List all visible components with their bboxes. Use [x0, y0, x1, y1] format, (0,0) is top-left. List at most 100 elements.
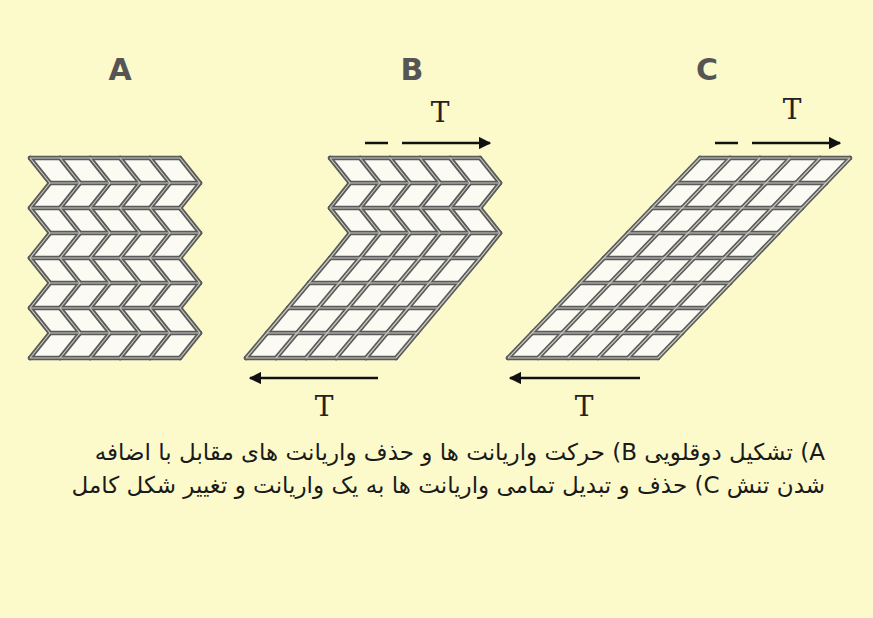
lattice-line: [658, 208, 682, 233]
lattice-cell: [450, 183, 500, 208]
lattice-line-core: [276, 333, 297, 358]
lattice-line: [309, 281, 459, 286]
lattice-line-core: [399, 258, 420, 283]
lattice-line: [429, 258, 450, 283]
lattice-cell: [429, 258, 480, 283]
lattice-cell: [450, 158, 500, 183]
lattice-line-core: [120, 233, 140, 258]
lattice-line: [610, 258, 634, 283]
lattice-line-core: [450, 233, 470, 258]
lattice-line-core: [538, 333, 562, 358]
lattice-line: [30, 258, 50, 283]
lattice-line-core: [429, 258, 450, 283]
lattice-line: [652, 308, 676, 333]
lattice-line: [30, 333, 50, 358]
lattice-line: [604, 233, 628, 258]
lattice-line: [336, 333, 357, 358]
lattice-line: [586, 283, 610, 308]
lattice-line-core: [532, 308, 556, 333]
lattice-line-core: [604, 257, 754, 258]
lattice-line: [120, 333, 140, 358]
lattice-line: [246, 356, 396, 361]
lattice-line-core: [180, 183, 200, 208]
lattice-line: [120, 308, 140, 333]
lattice-line-core: [330, 183, 350, 208]
lattice-line-core: [60, 308, 80, 333]
lattice-line-core: [30, 357, 180, 358]
lattice-line-core: [330, 207, 480, 208]
lattice-line: [120, 283, 140, 308]
lattice-line: [706, 283, 730, 308]
lattice-line-core: [420, 208, 440, 233]
lattice-cell: [628, 333, 682, 358]
lattice-line-core: [706, 158, 730, 183]
lattice-line: [276, 333, 297, 358]
lattice-line: [480, 158, 500, 183]
lattice-line-core: [50, 182, 200, 183]
lattice-line-core: [330, 208, 350, 233]
lattice-line-core: [90, 308, 110, 333]
lattice-line-core: [360, 158, 380, 183]
lattice-line: [604, 256, 754, 261]
lattice-line-core: [267, 332, 417, 333]
lattice-line-core: [120, 183, 140, 208]
lattice-line: [450, 183, 470, 208]
lattice-line-core: [580, 282, 730, 283]
lattice-line: [60, 258, 80, 283]
lattice-line-core: [670, 258, 694, 283]
lattice-line: [598, 333, 622, 358]
lattice-line: [396, 333, 417, 358]
partly-sheared-lattice: [246, 158, 500, 358]
lattice-line: [450, 158, 470, 183]
lattice-line-core: [60, 183, 80, 208]
lattice-line: [640, 258, 664, 283]
lattice-line: [60, 158, 80, 183]
lattice-line-core: [390, 233, 410, 258]
lattice-line: [180, 258, 200, 283]
lattice-line-core: [150, 258, 170, 283]
lattice-line: [568, 333, 592, 358]
lattice-line: [288, 306, 438, 311]
lattice-line-core: [30, 307, 180, 308]
lattice-line-core: [586, 283, 610, 308]
lattice-line-core: [387, 308, 408, 333]
lattice-line: [350, 231, 500, 236]
lattice-line: [180, 233, 200, 258]
lattice-cell: [700, 258, 754, 283]
lattice-line: [390, 233, 410, 258]
lattice-line-core: [742, 183, 766, 208]
lattice-line: [652, 206, 802, 211]
lattice-line-core: [562, 308, 586, 333]
stress-symbol: T: [315, 393, 334, 421]
shear-arrow: [752, 142, 840, 145]
lattice-line: [772, 183, 796, 208]
lattice-line: [712, 183, 736, 208]
lattice-line: [360, 233, 380, 258]
lattice-line: [330, 256, 480, 261]
lattice-line-core: [90, 233, 110, 258]
lattice-line: [180, 333, 200, 358]
lattice-line-core: [664, 233, 688, 258]
lattice-line: [30, 183, 50, 208]
lattice-line-core: [604, 233, 628, 258]
lattice-line: [60, 208, 80, 233]
lattice-line: [60, 283, 80, 308]
lattice-line: [330, 183, 350, 208]
lattice-line-core: [390, 208, 410, 233]
lattice-line: [60, 183, 80, 208]
lattice-line: [438, 283, 459, 308]
lattice-line-core: [339, 258, 360, 283]
lattice-cell: [748, 208, 802, 233]
lattice-line: [802, 183, 826, 208]
lattice-line: [306, 333, 327, 358]
lattice-line: [417, 308, 438, 333]
lattice-line-core: [480, 183, 500, 208]
lattice-cell: [150, 208, 200, 233]
lattice-line: [387, 308, 408, 333]
lattice-line: [480, 208, 500, 233]
lattice-line-core: [676, 158, 700, 183]
lattice-line-core: [580, 258, 604, 283]
lattice-line: [676, 283, 700, 308]
lattice-line-core: [60, 283, 80, 308]
